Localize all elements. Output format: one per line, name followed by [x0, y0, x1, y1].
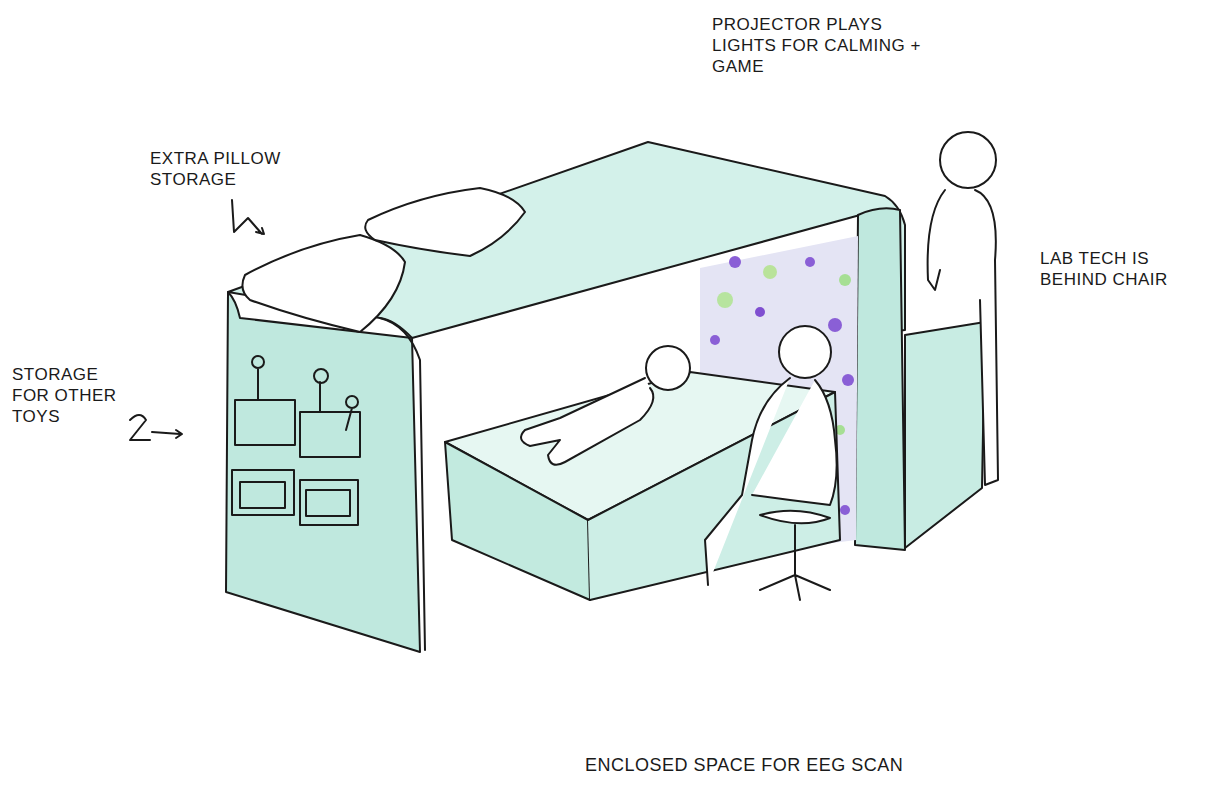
bed-front — [445, 442, 590, 600]
light-dot — [840, 505, 850, 515]
toy-flower — [252, 356, 264, 400]
head — [646, 346, 690, 390]
head — [940, 132, 996, 188]
pocket — [300, 412, 360, 457]
light-dot — [710, 335, 720, 345]
desk-panel — [905, 322, 985, 548]
pillow — [365, 188, 525, 256]
pocket — [235, 400, 295, 445]
body — [521, 378, 653, 465]
left-end-panel — [226, 292, 420, 652]
light-dot — [729, 256, 741, 268]
body — [705, 378, 837, 585]
light-dot — [763, 265, 777, 279]
annotation-label: EXTRA PILLOW STORAGE — [150, 148, 310, 190]
annotation-label: STORAGE FOR OTHER TOYS — [12, 364, 130, 427]
annotation-label: PROJECTOR PLAYS LIGHTS FOR CALMING + GAM… — [712, 14, 922, 77]
caption: ENCLOSED SPACE FOR EEG SCAN — [585, 752, 915, 778]
pillow — [242, 235, 405, 332]
toy-box — [240, 482, 350, 516]
light-dot — [828, 318, 842, 332]
lab-tech — [928, 132, 998, 485]
toy-storage — [232, 356, 360, 525]
leader-arrow — [130, 415, 182, 440]
light-dot — [717, 292, 733, 308]
light-dot — [805, 257, 815, 267]
body — [928, 190, 998, 485]
toy-flower — [314, 369, 328, 412]
light-dot — [755, 307, 765, 317]
annotation-label: LAB TECH IS BEHIND CHAIR — [1040, 248, 1200, 290]
panel-curve — [380, 318, 425, 650]
toy-flower — [346, 396, 358, 430]
stool — [760, 511, 830, 600]
light-dot — [842, 374, 854, 386]
light-dot — [839, 274, 851, 286]
seated-person — [705, 326, 837, 600]
head — [779, 326, 831, 378]
leader-arrow — [232, 200, 264, 234]
child-lying — [521, 346, 690, 465]
right-end-panel — [855, 208, 905, 550]
